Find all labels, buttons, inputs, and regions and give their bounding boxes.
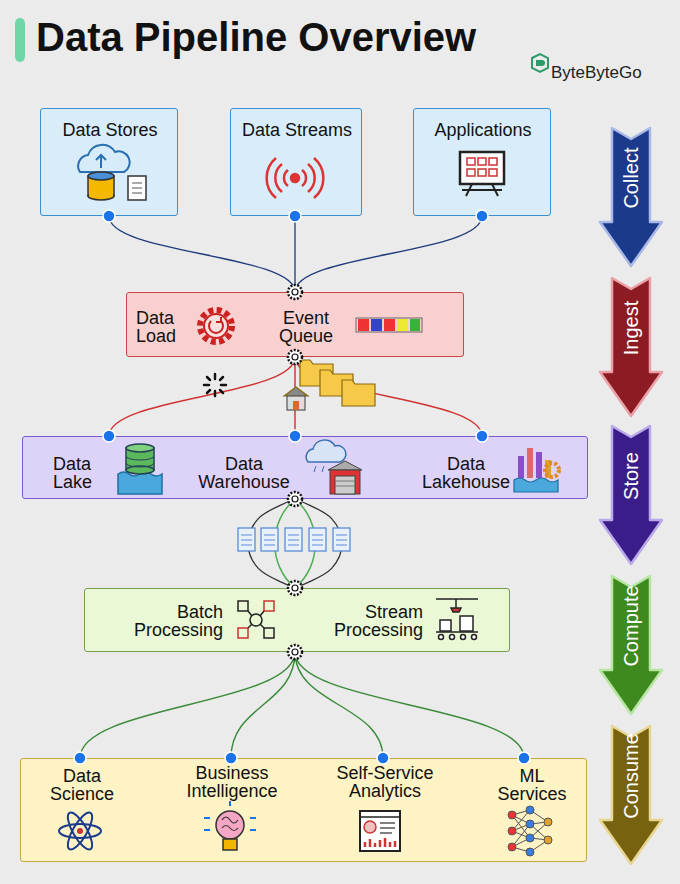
spinner-icon bbox=[220, 390, 223, 393]
spinner-icon bbox=[207, 390, 210, 393]
document-icon bbox=[238, 528, 255, 551]
logo-icon bbox=[536, 60, 545, 66]
document-icon bbox=[241, 535, 347, 545]
spinner-icon bbox=[207, 377, 210, 380]
spinner-icon bbox=[204, 384, 209, 387]
source-box: Data Streams bbox=[230, 108, 362, 216]
arrow-shape bbox=[600, 726, 662, 864]
folder-icon bbox=[293, 401, 299, 410]
folder-icon bbox=[287, 396, 305, 410]
stage-label: Collect bbox=[622, 147, 640, 208]
node-label: Data Science bbox=[37, 767, 127, 803]
stage-arrow: Compute bbox=[598, 570, 664, 716]
document-icon bbox=[285, 528, 302, 551]
compute-band: Batch Processing Stream Processing bbox=[84, 588, 510, 652]
node-label: Applications bbox=[414, 121, 552, 139]
connector bbox=[109, 357, 482, 436]
node-label: Data Load bbox=[136, 309, 188, 345]
spinner-icon bbox=[214, 391, 217, 396]
arrow-shape bbox=[600, 278, 662, 416]
node-label: Batch Processing bbox=[103, 603, 223, 639]
connector bbox=[294, 216, 295, 292]
spinner-icon bbox=[214, 374, 217, 379]
stage-label: Consume bbox=[622, 733, 640, 819]
brand-logo: ByteByteGo bbox=[551, 63, 642, 83]
stage-label: Store bbox=[622, 452, 640, 500]
source-box: Applications bbox=[413, 108, 551, 216]
stage-arrow: Collect bbox=[598, 122, 664, 268]
node-label: Data Lake bbox=[53, 455, 108, 491]
folder-icon bbox=[300, 360, 333, 386]
stage-label: Ingest bbox=[622, 301, 640, 355]
node-label: Business Intelligence bbox=[172, 764, 292, 800]
node-label: Stream Processing bbox=[303, 603, 423, 639]
logo-icon bbox=[532, 54, 548, 72]
connector bbox=[248, 499, 342, 588]
inner-arc bbox=[275, 499, 295, 588]
logo-icon bbox=[532, 54, 548, 72]
arrow-shape bbox=[600, 426, 662, 564]
title-accent-bar bbox=[15, 18, 25, 62]
node-label: Self-Service Analytics bbox=[315, 764, 455, 800]
connector bbox=[80, 652, 524, 758]
consume-band: Data Science Business Intelligence Self-Se… bbox=[20, 758, 587, 862]
store-band: Data Lake Data Warehouse Data Lakehouse bbox=[22, 436, 588, 499]
stage-arrow: Store bbox=[598, 420, 664, 566]
node-label: Data Warehouse bbox=[189, 455, 299, 491]
document-icon bbox=[238, 528, 350, 551]
diagram-title: Data Pipeline Overview bbox=[36, 12, 476, 62]
document-icon bbox=[261, 528, 278, 551]
arrow-shape bbox=[600, 576, 662, 714]
spinner-icon bbox=[204, 374, 226, 396]
stage-arrow: Ingest bbox=[598, 272, 664, 418]
node-label: Data Lakehouse bbox=[411, 455, 521, 491]
folder-icon bbox=[284, 360, 375, 410]
document-icon bbox=[309, 528, 326, 551]
node-label: Data Stores bbox=[41, 121, 179, 139]
spinner-icon bbox=[220, 377, 223, 380]
folder-icon bbox=[284, 387, 308, 396]
spinner-icon bbox=[221, 384, 226, 387]
title-accent-bar bbox=[15, 18, 25, 62]
document-icon bbox=[333, 528, 350, 551]
node-label: Data Streams bbox=[231, 121, 363, 139]
node-label: ML Services bbox=[487, 767, 577, 803]
connector bbox=[109, 216, 295, 292]
ingest-band: Data Load Event Queue bbox=[126, 292, 464, 357]
arrow-shape bbox=[600, 128, 662, 266]
source-box: Data Stores bbox=[40, 108, 178, 216]
folder-icon bbox=[342, 380, 375, 406]
inner-arc bbox=[295, 499, 315, 588]
inner-arc bbox=[275, 499, 316, 588]
node-label: Event Queue bbox=[266, 309, 346, 345]
stage-arrow: Consume bbox=[598, 720, 664, 866]
stage-label: Compute bbox=[622, 585, 640, 666]
connector bbox=[295, 216, 482, 292]
folder-icon bbox=[320, 370, 353, 396]
